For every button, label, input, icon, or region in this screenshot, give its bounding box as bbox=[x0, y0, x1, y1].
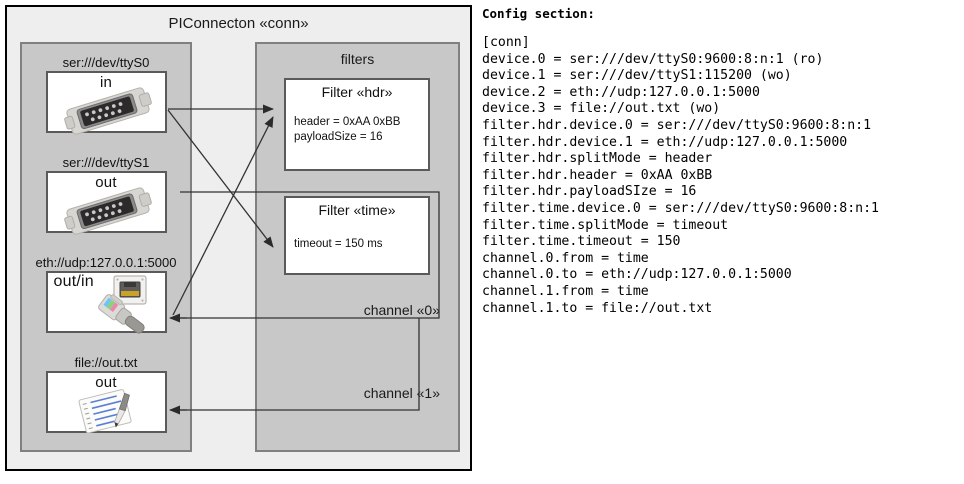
channel-label-0: channel «0» bbox=[363, 302, 440, 318]
config-line: device.2 = eth://udp:127.0.0.1:5000 bbox=[482, 84, 760, 100]
config-line: filter.hdr.device.0 = ser:///dev/ttyS0:9… bbox=[482, 117, 872, 133]
filter-prop-header: header = 0xAA 0xBB bbox=[294, 116, 401, 128]
config-line: channel.1.to = file://out.txt bbox=[482, 300, 713, 316]
device-box-ttyS0[interactable]: in bbox=[45, 71, 167, 135]
config-line: channel.1.from = time bbox=[482, 283, 649, 299]
devices-panel: ser:///dev/ttyS0 in bbox=[20, 42, 192, 452]
diagram-canvas: PIConnecton «conn» ser:///dev/ttyS0 in bbox=[5, 5, 472, 471]
device-label-ttyS1: ser:///dev/ttyS1 bbox=[62, 155, 150, 170]
device-group-ttyS0[interactable]: ser:///dev/ttyS0 in bbox=[22, 54, 190, 135]
filters-title: filters bbox=[340, 51, 375, 67]
device-io-eth: out/in bbox=[53, 273, 94, 290]
config-heading: Config section: bbox=[482, 6, 595, 21]
device-box-ttyS1[interactable]: out bbox=[45, 171, 167, 235]
config-line: device.0 = ser:///dev/ttyS0:9600:8:n:1 (… bbox=[482, 51, 824, 67]
device-box-eth[interactable]: out/in bbox=[45, 271, 167, 334]
device-group-ttyS1[interactable]: ser:///dev/ttyS1 out bbox=[22, 154, 190, 235]
config-section: Config section: [conn]device.0 = ser:///… bbox=[482, 6, 952, 317]
config-lines: [conn]device.0 = ser:///dev/ttyS0:9600:8… bbox=[482, 35, 952, 317]
config-line: filter.hdr.header = 0xAA 0xBB bbox=[482, 167, 713, 183]
device-io-ttyS0: in bbox=[99, 74, 113, 91]
device-io-file: out bbox=[95, 374, 117, 391]
device-label-file: file://out.txt bbox=[74, 355, 138, 370]
device-group-file[interactable]: file://out.txt out bbox=[22, 354, 190, 434]
device-io-ttyS1: out bbox=[95, 174, 117, 191]
config-line: channel.0.to = eth://udp:127.0.0.1:5000 bbox=[482, 267, 792, 283]
config-line: filter.time.splitMode = timeout bbox=[482, 217, 729, 233]
config-line: filter.time.device.0 = ser:///dev/ttyS0:… bbox=[482, 200, 879, 216]
config-line: filter.hdr.splitMode = header bbox=[482, 151, 713, 167]
filter-prop-payloadsize: payloadSize = 16 bbox=[294, 131, 383, 143]
config-line: [conn] bbox=[482, 35, 530, 50]
filter-title-time: Filter «time» bbox=[318, 202, 396, 218]
config-line: device.1 = ser:///dev/ttyS1:115200 (wo) bbox=[482, 68, 792, 84]
filters-panel: filters Filter «hdr» header = 0xAA 0xBB … bbox=[255, 42, 460, 452]
device-label-ttyS0: ser:///dev/ttyS0 bbox=[62, 55, 150, 70]
config-line: filter.hdr.payloadSIze = 16 bbox=[482, 184, 697, 200]
filter-prop-timeout: timeout = 150 ms bbox=[294, 238, 383, 250]
channel-label-1: channel «1» bbox=[363, 385, 440, 401]
config-line: channel.0.from = time bbox=[482, 250, 649, 266]
filter-box-time[interactable]: Filter «time» timeout = 150 ms bbox=[284, 196, 430, 275]
diagram-title: PIConnecton «conn» bbox=[168, 15, 309, 32]
config-line: filter.time.timeout = 150 bbox=[482, 234, 681, 250]
filter-title-hdr: Filter «hdr» bbox=[321, 84, 393, 100]
device-box-file[interactable]: out bbox=[45, 371, 167, 434]
device-label-eth: eth://udp:127.0.0.1:5000 bbox=[35, 255, 177, 270]
filter-box-hdr[interactable]: Filter «hdr» header = 0xAA 0xBB payloadS… bbox=[284, 78, 430, 171]
config-line: filter.hdr.device.1 = eth://udp:127.0.0.… bbox=[482, 134, 848, 150]
config-line: device.3 = file://out.txt (wo) bbox=[482, 101, 721, 117]
device-group-eth[interactable]: eth://udp:127.0.0.1:5000 out/in bbox=[22, 254, 190, 334]
